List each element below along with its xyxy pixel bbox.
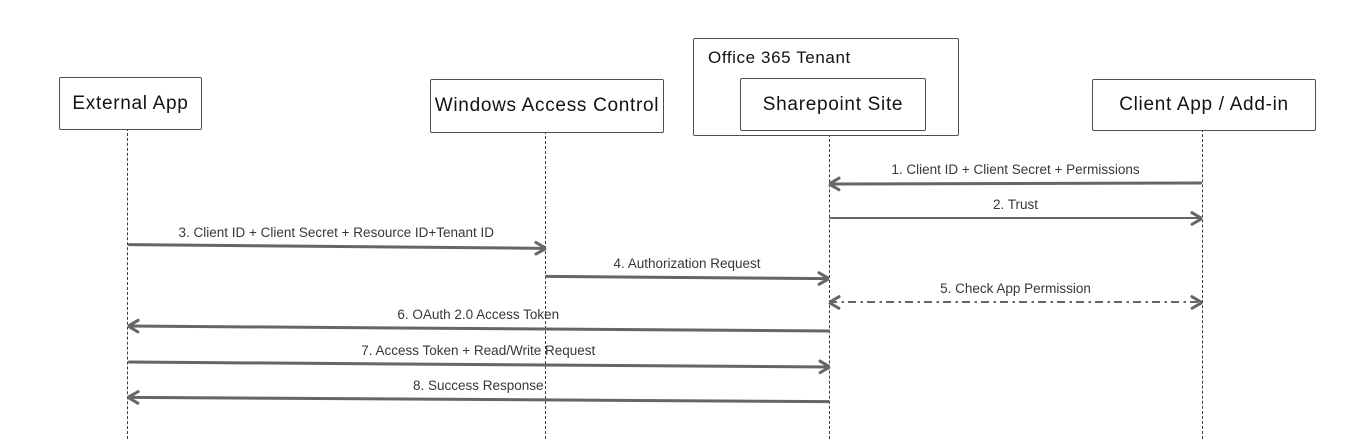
message-8-label: 8. Success Response: [412, 378, 544, 393]
actor-box-windows-access-control: Windows Access Control: [430, 79, 664, 133]
message-3-label: 3. Client ID + Client Secret + Resource …: [178, 225, 495, 240]
message-1-label: 1. Client ID + Client Secret + Permissio…: [891, 162, 1140, 177]
lifeline-external-app: [127, 128, 128, 439]
actor-label-client-app: Client App / Add-in: [1119, 94, 1289, 115]
lifeline-sharepoint-site: [829, 134, 830, 439]
message-2-label: 2. Trust: [992, 197, 1038, 212]
message-3-arrowhead-right: [533, 246, 546, 256]
message-6-line: [126, 318, 830, 334]
message-7-line: [127, 358, 830, 374]
message-5-label: 5. Check App Permission: [940, 281, 1091, 296]
lifeline-windows-access-control: [545, 131, 546, 439]
message-6-label: 6. OAuth 2.0 Access Token: [397, 307, 560, 322]
message-4-line: [544, 270, 830, 286]
message-5-arrowhead-right: [1190, 300, 1203, 310]
office365-tenant-label: Office 365 Tenant: [708, 48, 851, 67]
message-5-line: [828, 294, 1203, 310]
message-4-arrowhead-right: [817, 276, 830, 286]
message-3-line: [127, 240, 546, 256]
message-8-line: [126, 389, 830, 405]
message-2-arrowhead-right: [1190, 216, 1203, 226]
actor-label-windows-access-control: Windows Access Control: [434, 95, 660, 116]
message-4-label: 4. Authorization Request: [613, 256, 761, 271]
actor-box-sharepoint-site: Sharepoint Site: [740, 78, 926, 131]
message-2-line: [829, 210, 1203, 226]
message-1-line: [828, 175, 1203, 192]
actor-box-client-app: Client App / Add-in: [1092, 79, 1316, 131]
actor-label-external-app: External App: [72, 92, 189, 114]
message-7-label: 7. Access Token + Read/Write Request: [361, 343, 596, 358]
lifeline-client-app: [1202, 129, 1203, 439]
message-7-arrowhead-right: [817, 365, 830, 374]
actor-label-sharepoint-site: Sharepoint Site: [762, 93, 904, 115]
actor-box-external-app: External App: [59, 77, 202, 130]
